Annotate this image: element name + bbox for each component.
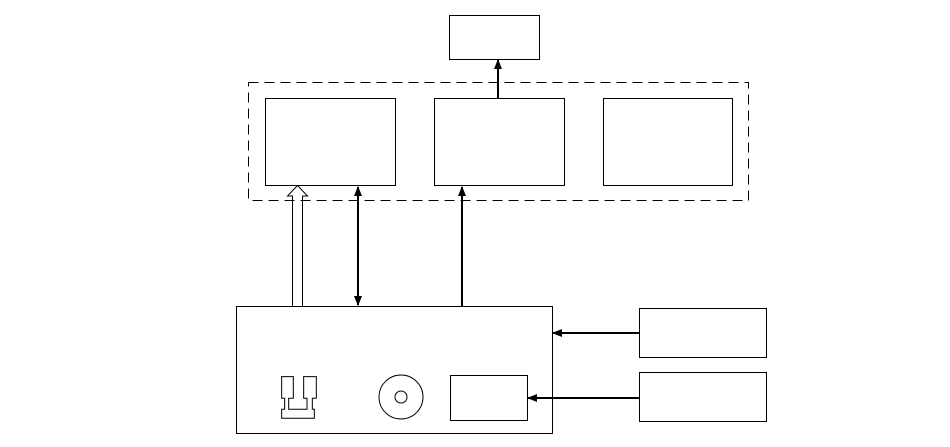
group-box-right	[603, 98, 733, 186]
hollow-arrow	[286, 184, 309, 306]
connector-icon	[281, 376, 317, 419]
group-box-center	[434, 98, 565, 186]
right-box-upper	[639, 308, 767, 358]
inner-box	[450, 375, 528, 421]
group-box-left	[265, 98, 396, 186]
dashed-group	[248, 82, 749, 201]
top-box	[449, 15, 540, 60]
disc-icon	[378, 374, 424, 420]
right-box-lower	[639, 372, 767, 422]
main-unit	[236, 306, 553, 434]
